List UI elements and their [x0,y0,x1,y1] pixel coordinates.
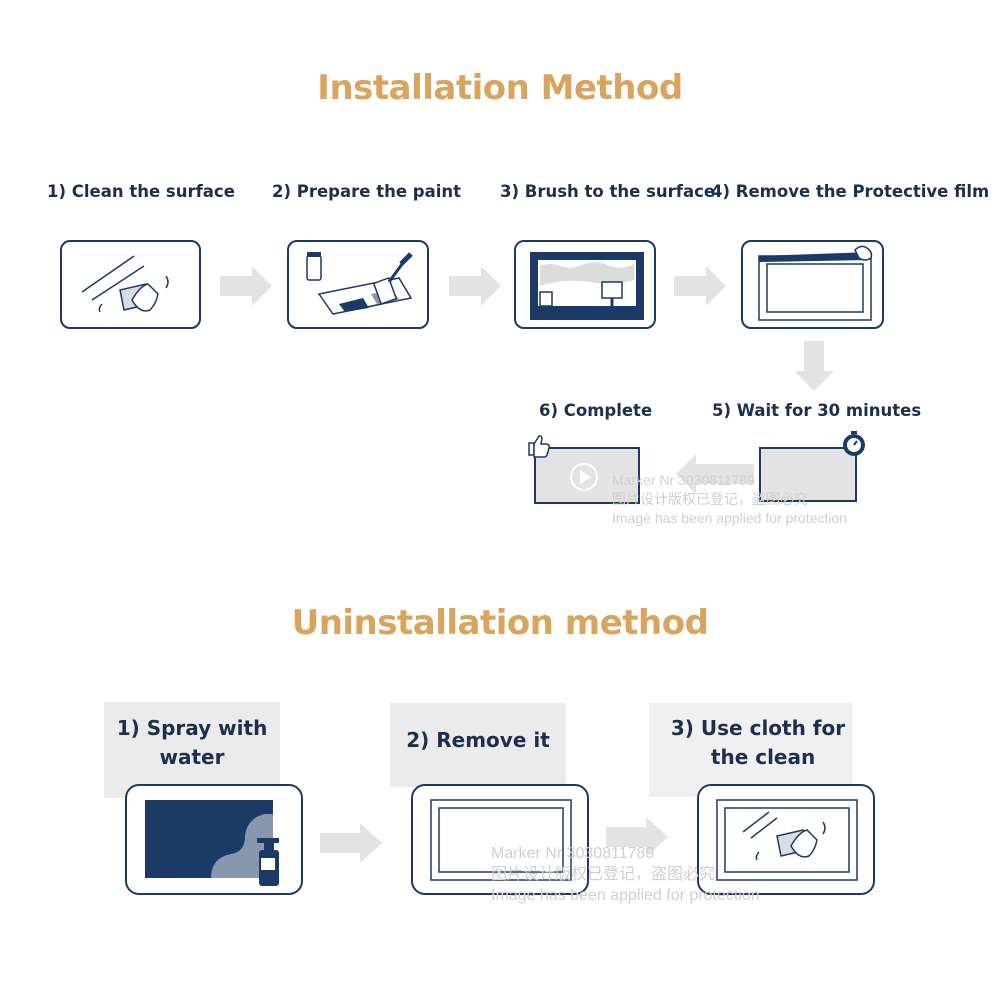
uninstallation-title: Uninstallation method [0,603,1000,643]
cloth-label-line2: the clean [671,743,845,772]
remove-label: 2) Remove it [406,726,550,755]
paint-tray-icon [289,242,431,331]
cloth-label-line1: 3) Use cloth for [671,714,845,743]
cloth-label-box: 3) Use cloth for the clean [649,703,853,797]
remove-film-card [741,240,884,329]
peel-film-icon [743,242,886,331]
step-1-label: 1) Clean the surface [47,182,235,201]
brush-surface-card [514,240,656,329]
remove-label-box: 2) Remove it [390,703,566,787]
arrow-right-1 [220,266,272,306]
hand-wipe-icon [62,242,203,331]
arrow-right-3 [674,266,726,306]
spray-bottle-icon [127,786,305,897]
watermark-1-line1: Marker Nr 3030811789 [612,471,847,490]
prepare-paint-card [287,240,429,329]
watermark-1: Marker Nr 3030811789 图片设计版权已登记，盗图必究 Imag… [612,471,847,528]
watermark-2-line3: Image has been applied for protection [491,885,760,906]
watermark-1-line2: 图片设计版权已登记，盗图必究 [612,490,847,509]
stopwatch-icon [841,430,867,458]
spray-label-line2: water [117,743,268,772]
watermark-2-line1: Marker Nr 3030811789 [491,843,760,864]
cloth-label: 3) Use cloth for the clean [657,714,845,772]
watermark-2: Marker Nr 3030811789 图片设计版权已登记，盗图必究 Imag… [491,843,760,906]
watermark-1-line3: Image has been applied for protection [612,509,847,528]
watermark-2-line2: 图片设计版权已登记，盗图必究 [491,864,760,885]
arrow-right-4 [320,823,382,863]
step-4-label: 4) Remove the Protective film [711,182,989,201]
clean-surface-card [60,240,201,329]
arrow-down [794,341,834,391]
arrow-right-2 [449,266,501,306]
painted-board-icon [516,242,658,331]
spray-label: 1) Spray with water [117,714,268,772]
step-2-label: 2) Prepare the paint [272,182,461,201]
installation-title: Installation Method [0,68,1000,108]
step-6-label: 6) Complete [539,401,652,420]
step-3-label: 3) Brush to the surface [500,182,715,201]
spray-label-line1: 1) Spray with [117,714,268,743]
step-5-label: 5) Wait for 30 minutes [712,401,921,420]
thumbs-up-icon [526,433,552,459]
spray-card [125,784,303,895]
